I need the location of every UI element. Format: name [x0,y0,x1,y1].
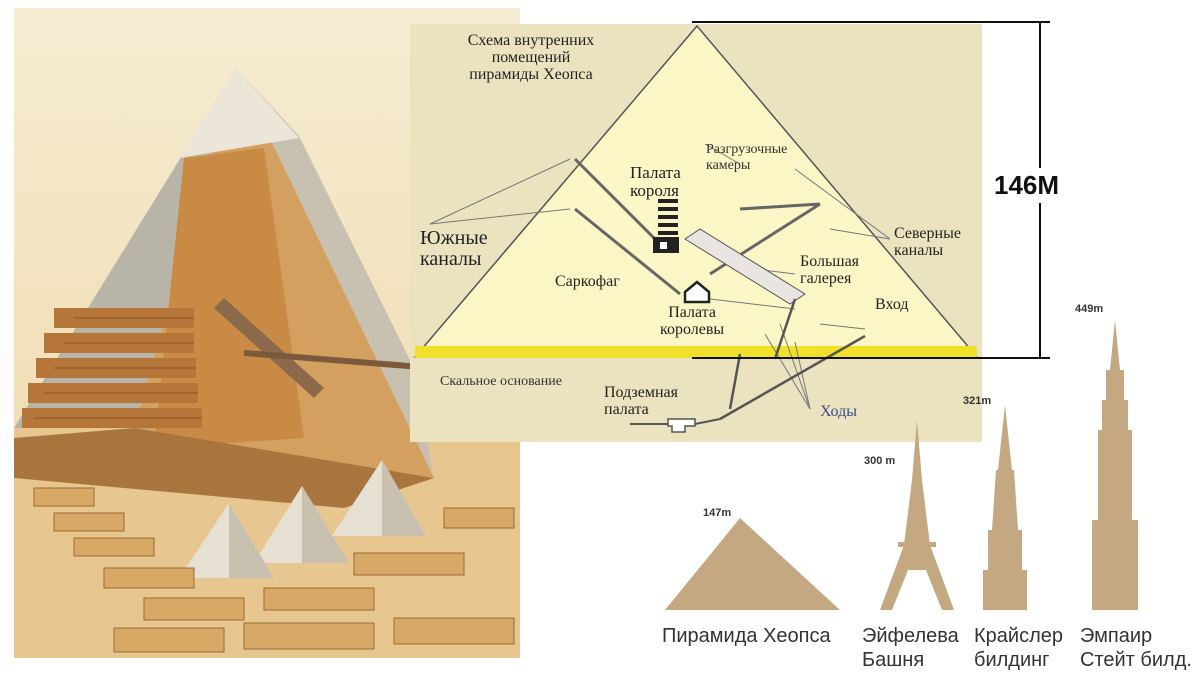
caption-line: Крайслер [974,625,1063,647]
passages-label: Ходы [820,403,857,420]
passages [719,298,866,421]
subterranean-chamber-label: Подземная палата [604,384,678,418]
comparison-pyramid-silhouette [665,518,840,610]
schema-title: Схема внутренних помещений пирамиды Хеоп… [446,32,616,83]
relief-line: камеры [706,158,751,173]
south-channels-label: Южные каналы [420,228,488,270]
pyramid-capstone [179,68,299,158]
schema-title-line: помещений [491,49,571,66]
ascending-passage [243,350,435,371]
height-comparison [665,320,1138,610]
caption-line: Башня [862,649,925,671]
pyramid-height-tag: 147m [703,507,732,519]
empire-height-tag: 449m [1075,303,1104,315]
pyramid-right-face [236,68,434,478]
under-line: палата [604,401,649,418]
king-line: Палата [630,163,681,182]
inner-chambers-schema [410,24,982,442]
entrance-label: Вход [875,296,909,313]
king-line: короля [630,181,679,200]
kings-chamber-label: Палата короля [630,164,681,200]
eiffel-height-tag: 300 m [864,455,896,467]
small-pyramid-2-shade [302,486,349,563]
queens-chamber-label: Палата королевы [660,304,724,338]
gallery-line: Большая [800,253,860,270]
pyramid-caption: Пирамида Хеопса [662,624,831,648]
schema-title-line: пирамиды Хеопса [469,66,593,83]
empire-caption: Эмпаир Стейт билд. [1080,624,1192,672]
pyramid-base [14,428,434,508]
subterranean-chamber [667,418,696,433]
relieving-chambers [658,199,678,235]
north-line: Северные [894,225,961,242]
caption-line: Эйфелева [862,625,959,647]
relief-line: Разгрузочные [706,142,788,157]
caption-line: Эмпаир [1080,625,1153,647]
north-channels-label: Северные каналы [894,225,961,259]
pyramid-height-label: 146М [990,168,1064,203]
queens-chamber [683,280,711,304]
eiffel-tower-silhouette [880,420,954,610]
south-line: Южные [420,227,488,249]
sarcophagus-mark [660,242,667,249]
under-line: Подземная [604,384,678,401]
caption-line: Пирамида Хеопса [662,625,831,647]
grand-gallery-ramp [214,298,324,398]
empire-state-silhouette [1092,320,1138,610]
mastaba-tombs [33,487,515,653]
sarcophagus-label: Саркофаг [555,273,620,290]
south-line: каналы [420,248,482,270]
schema-title-line: Схема внутренних [467,32,595,49]
gallery-line: галерея [800,270,852,287]
chrysler-building-silhouette [983,405,1027,610]
small-pyramid-1-shade [229,503,274,578]
bedrock-label: Скальное основание [440,374,562,389]
eiffel-caption: Эйфелева Башня [862,624,959,672]
subterranean-link [694,418,721,425]
queen-line: Палата [668,304,716,321]
caption-line: Стейт билд. [1080,649,1192,671]
chrysler-height-tag: 321m [963,395,992,407]
leader-lines [429,143,891,410]
grand-gallery-label: Большая галерея [800,253,859,287]
relief-chambers-label: Разгрузочные камеры [706,142,787,174]
course-lines [34,317,202,419]
bedrock-band [415,346,977,358]
queen-line: королевы [660,321,725,338]
chrysler-caption: Крайслер билдинг [974,624,1063,672]
small-pyramid-3-shade [382,460,426,536]
north-line: каналы [894,242,944,259]
grand-gallery [684,228,806,305]
caption-line: билдинг [974,649,1050,671]
